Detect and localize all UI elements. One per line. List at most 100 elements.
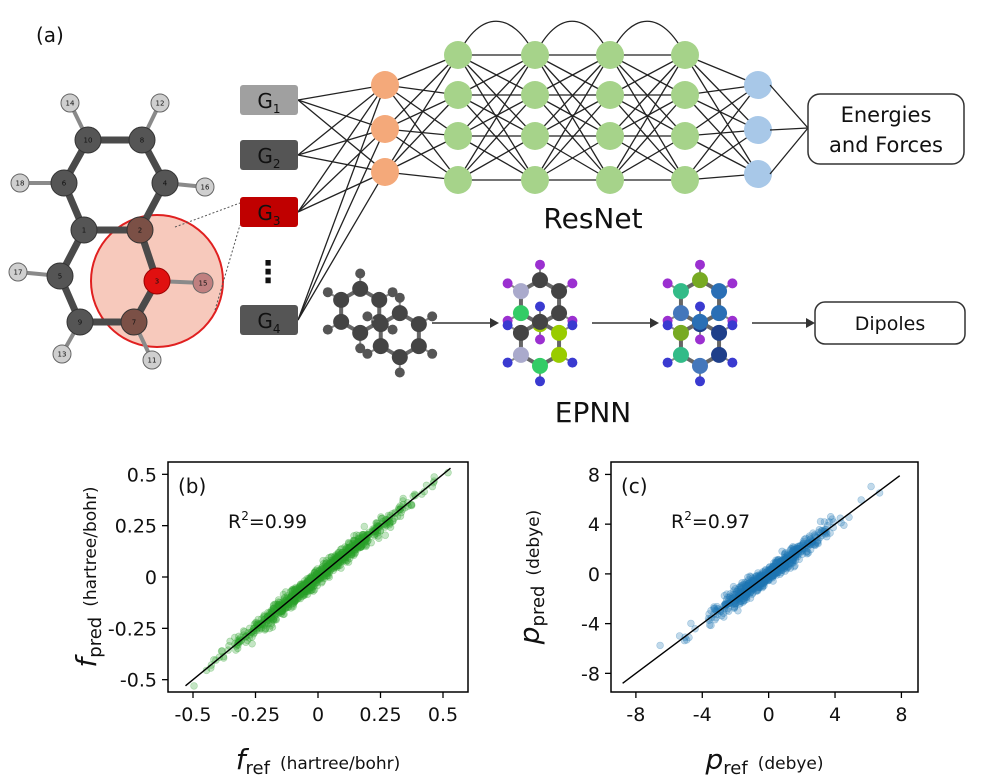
scatter-point [278, 607, 287, 616]
scatter-point [313, 578, 321, 587]
scatter-point [767, 566, 776, 574]
scatter-point [809, 529, 817, 537]
scatter-point [351, 549, 359, 558]
scatter-point [300, 577, 309, 585]
scatter-point [731, 600, 739, 608]
scatter-point [759, 568, 767, 576]
scatter-point [293, 595, 301, 603]
hidden-node [521, 122, 549, 150]
scatter-point [235, 632, 243, 640]
scatter-point [783, 551, 791, 560]
scatter-point [744, 581, 752, 589]
scatter-point [250, 620, 259, 628]
scatter-point [781, 549, 789, 558]
hidden-node [596, 166, 624, 194]
scatter-point [725, 593, 734, 602]
scatter-point [343, 556, 352, 565]
scatter-point [331, 553, 340, 561]
scatter-point [296, 594, 304, 603]
scatter-point [805, 532, 814, 540]
scatter-point [729, 590, 738, 598]
scatter-point [777, 565, 786, 573]
zoom-line-bottom [214, 224, 241, 311]
scatter-point [374, 532, 382, 540]
scatter-point [278, 607, 287, 615]
scatter-point [803, 549, 811, 558]
scatter-point [717, 611, 726, 620]
scatter-point [722, 600, 731, 608]
scatter-point [745, 579, 753, 588]
scatter-point [760, 568, 768, 577]
scatter-point [769, 568, 777, 576]
scatter-point [291, 597, 299, 605]
scatter-point [350, 536, 358, 545]
scatter-point [787, 560, 795, 568]
scatter-point [350, 536, 358, 545]
scatter-point [267, 606, 275, 615]
scatter-point [730, 590, 739, 599]
energies-label: Energies [841, 103, 932, 127]
scatter-point [288, 585, 296, 594]
scatter-point [253, 624, 262, 632]
hidden-node [521, 41, 549, 69]
scatter-point [760, 575, 768, 583]
scatter-point [788, 547, 797, 556]
scatter-point [803, 539, 812, 547]
scatter-point [730, 603, 739, 611]
scatter-point [322, 564, 331, 572]
scatter-point [257, 624, 266, 632]
scatter-point [393, 512, 402, 521]
scatter-point [354, 541, 363, 550]
scatter-point [338, 548, 346, 557]
scatter-point [753, 587, 762, 595]
scatter-point [345, 539, 353, 548]
scatter-point [275, 600, 283, 609]
scatter-point [355, 534, 363, 542]
scatter-point [806, 545, 815, 554]
scatter-point [303, 587, 312, 596]
scatter-point [248, 633, 256, 641]
scatter-point [321, 568, 329, 577]
scatter-point [769, 571, 777, 580]
scatter-point [391, 508, 399, 517]
scatter-point [322, 559, 330, 567]
scatter-point [333, 559, 341, 567]
scatter-point [190, 682, 198, 690]
scatter-point [305, 579, 313, 587]
scatter-point [261, 625, 270, 633]
scatter-point [373, 529, 382, 537]
scatter-point [202, 666, 211, 675]
scatter-point [348, 539, 357, 548]
scatter-point [289, 602, 297, 611]
scatter-point [250, 627, 258, 635]
scatter-point [275, 598, 284, 607]
scatter-point [357, 536, 365, 544]
scatter-point [430, 473, 438, 481]
scatter-point [264, 608, 272, 617]
scatter-point [305, 586, 314, 594]
scatter-point [729, 582, 738, 591]
scatter-point [310, 577, 319, 586]
scatter-point [297, 585, 305, 593]
scatter-point [682, 636, 691, 644]
scatter-point [761, 565, 770, 574]
scatter-point [791, 556, 800, 564]
scatter-point [338, 548, 346, 557]
scatter-point [272, 615, 280, 623]
scatter-point [344, 558, 353, 566]
scatter-point [760, 582, 768, 590]
scatter-point [777, 566, 785, 575]
scatter-point [325, 559, 334, 567]
scatter-point [242, 638, 250, 646]
scatter-point [253, 621, 261, 630]
scatter-point [707, 606, 715, 615]
scatter-point [742, 595, 751, 603]
x-tick-label: -8 [626, 704, 645, 726]
scatter-point [246, 631, 254, 639]
epnn-molecules [322, 259, 738, 387]
scatter-point [364, 537, 372, 545]
scatter-point [315, 567, 323, 575]
scatter-point [822, 528, 830, 537]
